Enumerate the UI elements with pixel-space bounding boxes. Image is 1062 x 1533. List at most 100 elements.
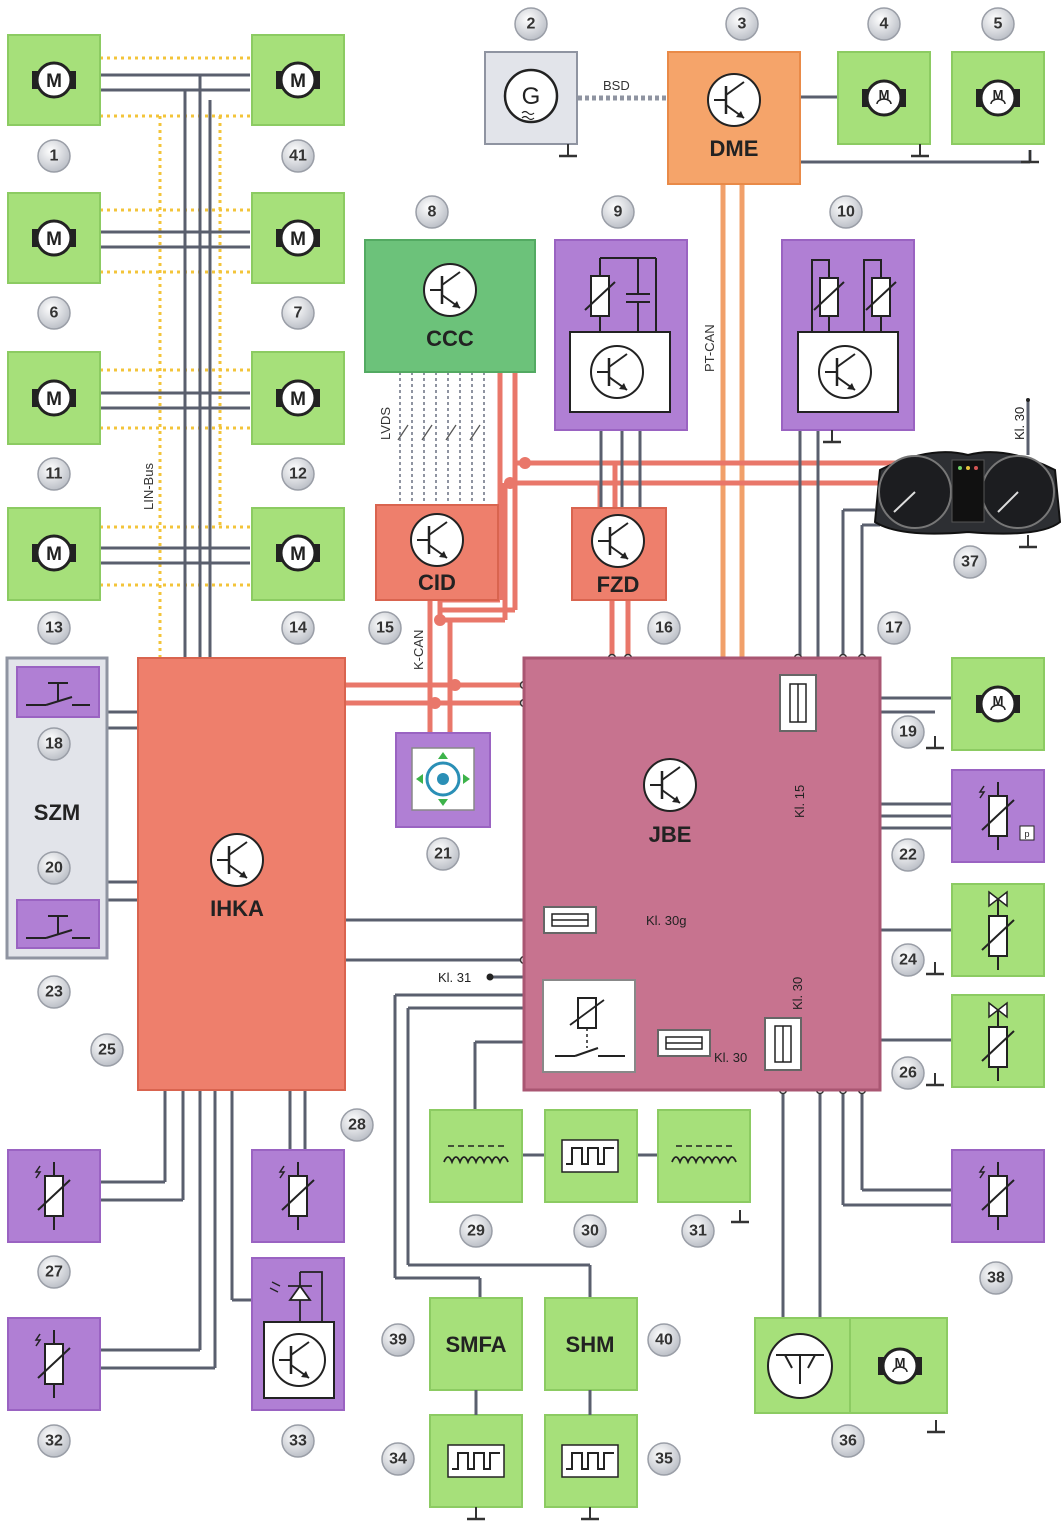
sensor-33	[251, 1257, 345, 1411]
number-badge-31: 31	[681, 1214, 715, 1248]
ihka-title: IHKA	[210, 896, 264, 921]
pulse-34	[429, 1414, 523, 1521]
kl30g-label: Kl. 30g	[646, 913, 686, 928]
generator-symbol: G	[522, 83, 541, 110]
smfa-module: SMFA	[429, 1297, 523, 1391]
number-badge-11: 11	[37, 457, 71, 491]
lin-bus-label: LIN-Bus	[141, 463, 156, 510]
coil-29	[429, 1109, 523, 1203]
number-badge-4: 4	[867, 7, 901, 41]
number-badge-text: 35	[655, 1451, 673, 1468]
number-badge-text: 33	[289, 1433, 307, 1450]
pulse-35	[544, 1414, 638, 1521]
generator: G	[484, 51, 579, 158]
number-badge-27: 27	[37, 1255, 71, 1289]
number-badge-text: 31	[689, 1223, 707, 1240]
number-badge-text: 14	[289, 620, 307, 637]
number-badge-10: 10	[829, 195, 863, 229]
number-badge-text: 18	[45, 736, 63, 753]
number-badge-text: 20	[45, 860, 63, 877]
number-badge-text: 6	[50, 305, 59, 322]
number-badge-18: 18	[37, 727, 71, 761]
fuse-icon	[543, 906, 597, 934]
motor-4	[837, 51, 931, 158]
number-badge-text: 5	[994, 16, 1003, 33]
number-badge-16: 16	[647, 611, 681, 645]
svg-text:p: p	[1024, 829, 1029, 839]
number-badge-5: 5	[981, 7, 1015, 41]
cid-module: CID	[375, 504, 499, 601]
number-badge-text: 24	[899, 952, 917, 969]
valve-26	[924, 994, 1045, 1088]
flap-motor-13	[7, 507, 101, 601]
number-badge-37: 37	[953, 545, 987, 579]
instrument-cluster	[873, 451, 1062, 549]
motor-5	[951, 51, 1045, 164]
szm-title: SZM	[34, 800, 80, 825]
smfa-title: SMFA	[445, 1332, 506, 1357]
number-badge-19: 19	[891, 715, 925, 749]
transistor-icon	[642, 757, 698, 813]
number-badge-text: 26	[899, 1065, 917, 1082]
number-badge-text: 13	[45, 620, 63, 637]
number-badge-38: 38	[979, 1261, 1013, 1295]
number-badge-text: 39	[389, 1332, 407, 1349]
transistor-icon	[409, 512, 465, 568]
cid-title: CID	[418, 570, 456, 595]
coil-31	[657, 1109, 751, 1224]
lvds-label: LVDS	[378, 407, 393, 440]
number-badge-8: 8	[415, 195, 449, 229]
number-badge-text: 28	[348, 1117, 366, 1134]
fuse-icon	[657, 1029, 711, 1057]
fzd-module: FZD	[571, 507, 667, 601]
pt-can-label: PT-CAN	[702, 324, 717, 372]
sensor-28	[251, 1149, 345, 1243]
transistor-icon	[209, 832, 265, 888]
blower-36	[754, 1317, 948, 1434]
number-badge-34: 34	[381, 1442, 415, 1476]
number-badge-text: 12	[289, 466, 307, 483]
number-badge-40: 40	[647, 1323, 681, 1357]
number-badge-text: 30	[581, 1223, 599, 1240]
number-badge-15: 15	[368, 611, 402, 645]
number-badge-text: 19	[899, 724, 917, 741]
flap-motor-14	[251, 507, 345, 601]
dme-module: DME	[667, 51, 801, 185]
pulse-30	[544, 1109, 638, 1203]
fzd-title: FZD	[597, 572, 640, 597]
number-badge-text: 23	[45, 984, 63, 1001]
transistor-icon	[817, 344, 873, 400]
number-badge-2: 2	[514, 7, 548, 41]
number-badge-text: 11	[46, 466, 63, 483]
pulse-icon	[561, 1444, 619, 1478]
number-badge-text: 4	[880, 16, 889, 33]
number-badge-text: 34	[389, 1451, 407, 1468]
transistor-icon	[590, 513, 646, 569]
number-badge-29: 29	[459, 1214, 493, 1248]
number-badge-20: 20	[37, 851, 71, 885]
ccc-title: CCC	[426, 326, 474, 351]
number-badge-30: 30	[573, 1214, 607, 1248]
fuse-kl30	[764, 1017, 802, 1071]
number-badge-text: 17	[885, 620, 903, 637]
number-badge-22: 22	[891, 838, 925, 872]
kl30-fuse-label: Kl. 30	[790, 977, 805, 1010]
k-can-label: K-CAN	[411, 630, 426, 670]
pulse-icon	[447, 1444, 505, 1478]
number-badge-text: 22	[899, 847, 917, 864]
jbe-module: JBE Kl. 15 Kl. 30g Kl. 30 Kl. 30	[522, 656, 882, 1092]
kl15-label: Kl. 15	[792, 785, 807, 818]
number-badge-text: 37	[961, 554, 979, 571]
number-badge-text: 3	[738, 16, 747, 33]
kl30-relay-label: Kl. 30	[714, 1050, 747, 1065]
number-badge-39: 39	[381, 1323, 415, 1357]
sensor-32	[7, 1317, 101, 1411]
relay	[542, 979, 636, 1073]
number-badge-text: 40	[655, 1332, 673, 1349]
number-badge-text: 38	[987, 1270, 1005, 1287]
number-badge-text: 32	[45, 1433, 63, 1450]
number-badge-text: 9	[614, 204, 623, 221]
sensor-block-10	[781, 239, 915, 444]
number-badge-26: 26	[891, 1056, 925, 1090]
number-badge-text: 1	[50, 148, 59, 165]
